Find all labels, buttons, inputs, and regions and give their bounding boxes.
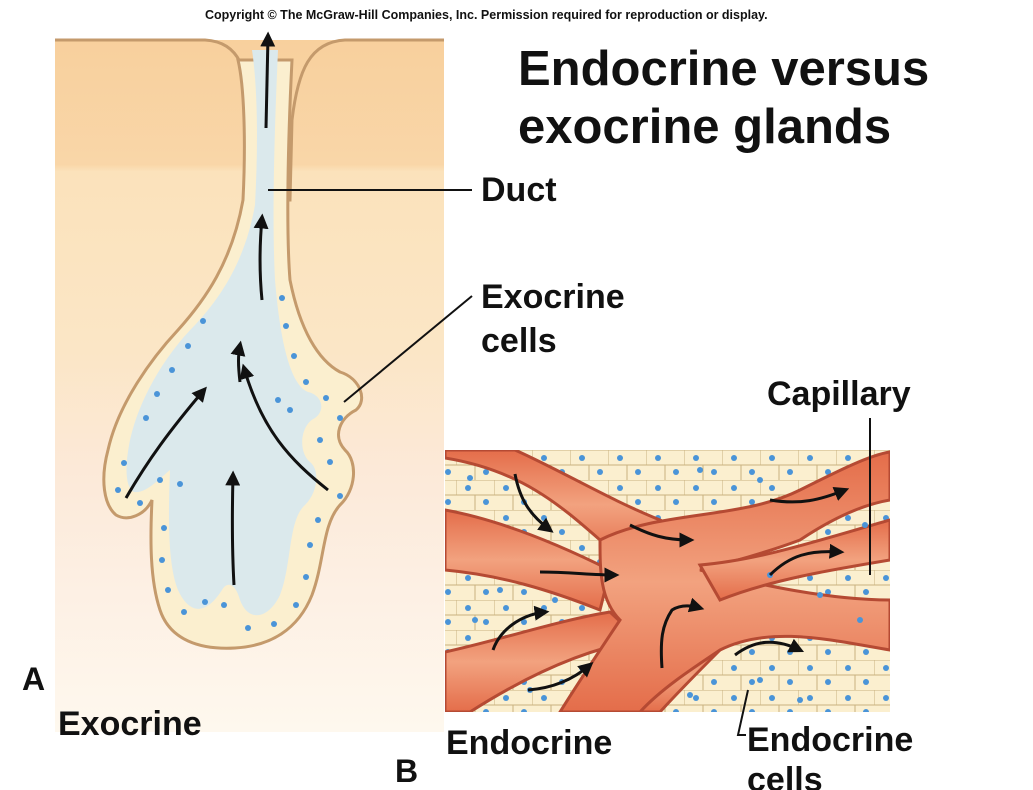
panel-a-caption: Exocrine [58,707,202,741]
exocrine-panel [55,36,472,732]
arrow-duct-exit [266,36,268,128]
panel-b-letter: B [395,755,418,787]
title-line-1: Endocrine versus [518,40,929,98]
endocrine-cells-label-line-1: Endocrine [747,720,913,760]
panel-a-letter: A [22,663,45,695]
copyright-notice: Copyright © The McGraw-Hill Companies, I… [205,9,768,22]
arrow-lumen-center [239,345,241,382]
title-line-2: exocrine glands [518,98,929,156]
duct-label: Duct [481,173,557,207]
capillary-label: Capillary [767,377,911,411]
endocrine-panel [445,418,890,712]
exocrine-cells-label: Exocrine cells [481,275,625,363]
exocrine-cells-label-line-1: Exocrine [481,275,625,319]
arrow-bottom-lobe [232,475,234,585]
panel-b-caption: Endocrine [446,726,612,760]
exocrine-cells-label-line-2: cells [481,319,625,363]
figure-title: Endocrine versus exocrine glands [518,40,929,156]
endocrine-cells-label-line-2: cells [747,760,913,790]
endocrine-cells-label: Endocrine cells [747,720,913,790]
